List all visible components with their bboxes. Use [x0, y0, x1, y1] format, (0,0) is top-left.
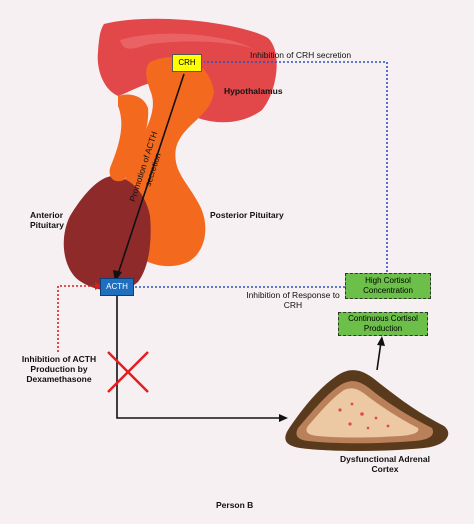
adrenal-spot — [350, 402, 354, 406]
acth-label: ACTH — [106, 282, 128, 291]
hypothalamus-label: Hypothalamus — [224, 86, 283, 96]
adrenal-spot — [386, 424, 390, 428]
inhibition-crh-line — [204, 61, 388, 272]
anterior-pituitary-label: Anterior Pituitary — [30, 210, 65, 230]
adrenal-spot — [360, 412, 364, 416]
adrenal-label: Dysfunctional Adrenal Cortex — [340, 454, 430, 474]
anterior-pituitary-shape — [63, 175, 151, 291]
adrenal-spot — [338, 408, 342, 412]
crh-label: CRH — [178, 58, 196, 67]
hypothalamus-highlight — [120, 33, 255, 50]
high-cortisol-box: High Cortisol Concentration — [345, 273, 431, 299]
crh-box: CRH — [172, 54, 202, 72]
acth-to-adrenal-arrow — [116, 296, 280, 419]
dexamethasone-arrowhead — [95, 282, 102, 290]
inhibition-response-label: Inhibition of Response to CRH — [246, 290, 340, 310]
pituitary-stalk — [109, 94, 149, 182]
adrenal-spot — [374, 416, 378, 420]
continuous-cortisol-label: Continuous Cortisol Production — [348, 314, 418, 333]
continuous-cortisol-box: Continuous Cortisol Production — [338, 312, 428, 336]
inhibition-crh-label: Inhibition of CRH secretion — [250, 50, 352, 60]
cross-mark-b — [107, 351, 149, 393]
adrenal-red-spots — [338, 402, 390, 430]
acth-to-adrenal-arrowhead — [279, 414, 288, 422]
person-label: Person B — [216, 500, 254, 510]
adrenal-to-cortisol-arrowhead — [377, 336, 385, 346]
inhibition-acth-label: Inhibition of ACTH Production by Dexamet… — [21, 354, 97, 384]
adrenal-to-cortisol-arrow — [376, 341, 382, 371]
high-cortisol-label: High Cortisol Concentration — [363, 276, 413, 295]
dexamethasone-line — [57, 285, 98, 352]
adrenal-spot — [366, 426, 370, 430]
adrenal-spot — [348, 422, 352, 426]
acth-box: ACTH — [100, 278, 134, 296]
promotion-arrow — [117, 73, 185, 275]
posterior-pituitary-label: Posterior Pituitary — [210, 210, 284, 220]
